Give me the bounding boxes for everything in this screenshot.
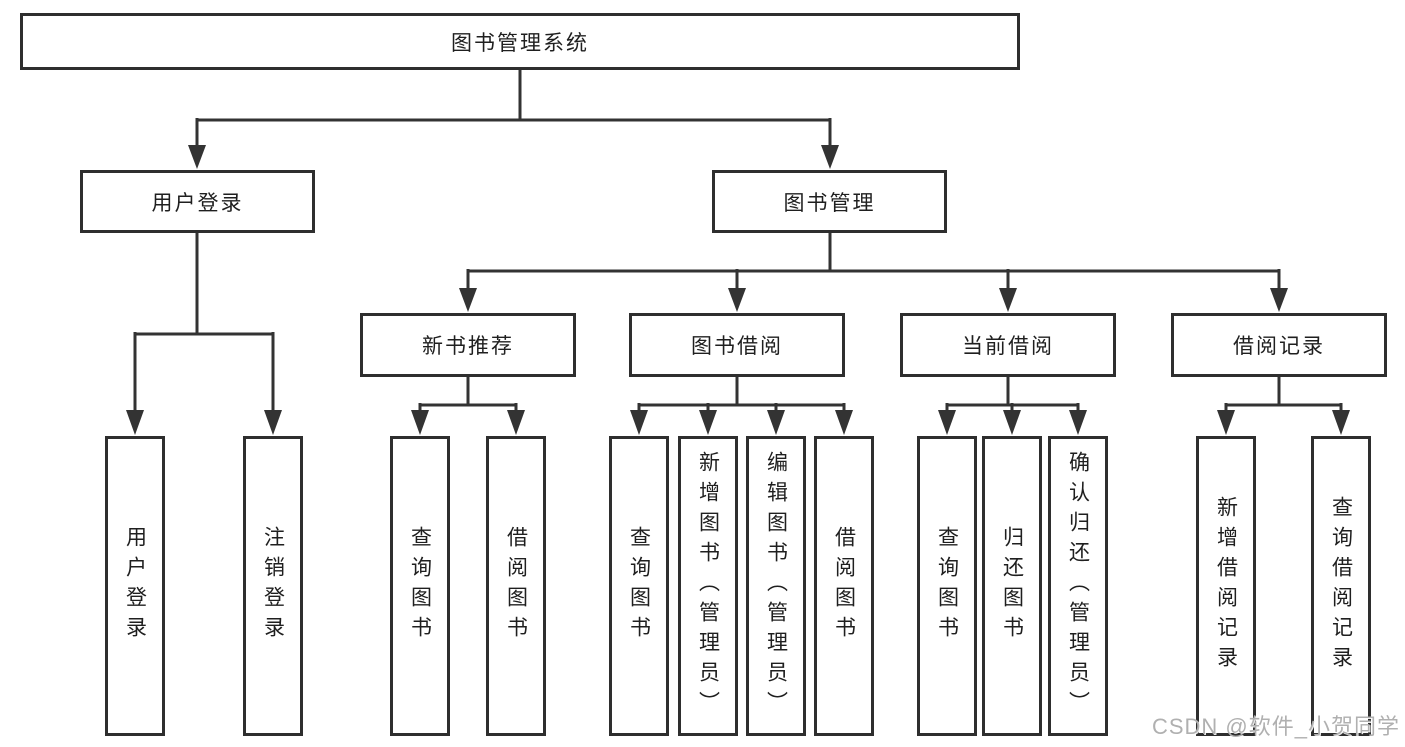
node-user-login: 用户登录 xyxy=(80,170,315,233)
leaf-logout: 注销登录 xyxy=(243,436,303,736)
node-book-management: 图书管理 xyxy=(712,170,947,233)
leaf-query-books-borrowing: 查询图书 xyxy=(609,436,669,736)
leaf-borrow-books-borrowing: 借阅图书 xyxy=(814,436,874,736)
node-book-borrowing: 图书借阅 xyxy=(629,313,845,377)
leaf-user-login: 用户登录 xyxy=(105,436,165,736)
node-library-management-system: 图书管理系统 xyxy=(20,13,1020,70)
leaf-edit-books-admin: 编辑图书（管理员） xyxy=(746,436,806,736)
leaf-query-borrow-record: 查询借阅记录 xyxy=(1311,436,1371,736)
node-current-borrowing: 当前借阅 xyxy=(900,313,1116,377)
leaf-query-books-current: 查询图书 xyxy=(917,436,977,736)
leaf-return-books: 归还图书 xyxy=(982,436,1042,736)
leaf-query-books-recommend: 查询图书 xyxy=(390,436,450,736)
node-new-book-recommendation: 新书推荐 xyxy=(360,313,576,377)
watermark: CSDN @软件_小贺同学 xyxy=(1151,714,1400,739)
leaf-confirm-return-admin: 确认归还（管理员） xyxy=(1048,436,1108,736)
leaf-add-books-admin: 新增图书（管理员） xyxy=(678,436,738,736)
leaf-borrow-books-recommend: 借阅图书 xyxy=(486,436,546,736)
node-borrowing-records: 借阅记录 xyxy=(1171,313,1387,377)
leaf-add-borrow-record: 新增借阅记录 xyxy=(1196,436,1256,736)
